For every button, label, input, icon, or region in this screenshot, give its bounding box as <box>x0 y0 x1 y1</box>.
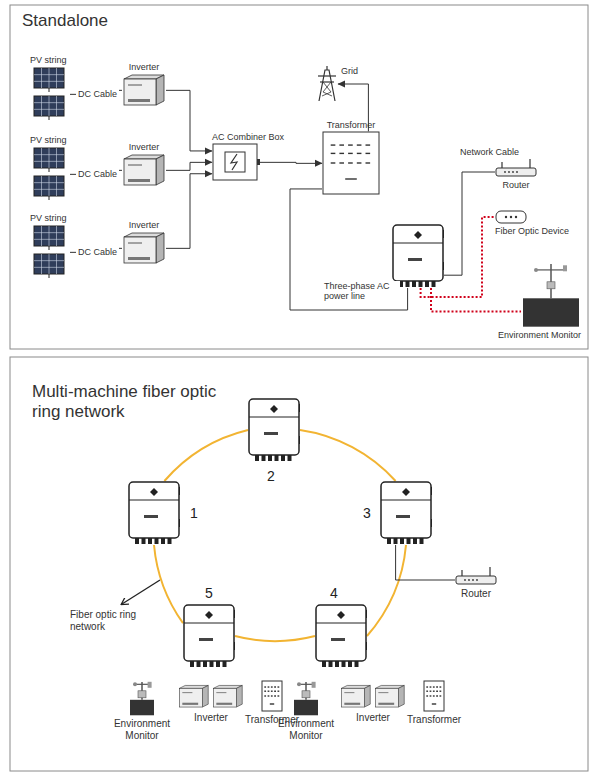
connector <box>290 189 408 310</box>
callout-label: Fiber optic ring network <box>70 609 154 632</box>
node-label: Inverter <box>129 142 160 152</box>
logger-icon <box>315 604 367 668</box>
env-icon <box>521 262 581 328</box>
edge-label: Network Cable <box>458 147 521 157</box>
xfs-icon <box>423 680 445 712</box>
invs-icon <box>178 684 244 710</box>
grid-icon <box>316 66 338 102</box>
node-label: AC Combiner Box <box>212 132 284 142</box>
pv-icon <box>30 224 70 280</box>
node-label: Inverter <box>356 712 390 724</box>
inverter: Inverter <box>122 220 166 265</box>
logger-icon <box>392 224 444 288</box>
data-logger: 3 <box>380 481 432 545</box>
node-label: Inverter <box>129 220 160 230</box>
edge-label: DC Cable <box>76 169 119 179</box>
node-label: Router <box>502 180 529 190</box>
environment-monitor: Environment Monitor <box>106 680 178 741</box>
connector <box>444 172 495 275</box>
transformer: Transformer <box>322 120 380 195</box>
ring-connector <box>164 430 248 481</box>
connector <box>260 162 322 163</box>
connector <box>396 545 455 580</box>
data-logger: 5 <box>183 604 235 668</box>
inverter: Inverter <box>122 142 166 187</box>
ring-connector <box>300 430 396 481</box>
node-label: Grid <box>341 66 358 76</box>
inv-icon <box>122 153 166 187</box>
callout-number: 3 <box>363 505 371 521</box>
pv-icon <box>30 66 70 122</box>
node-label: PV string <box>30 135 67 145</box>
data-logger: 4 <box>315 604 367 668</box>
fiber-optic-device: Fiber Optic Device <box>495 210 569 236</box>
node-label: Environment Monitor <box>270 718 342 741</box>
data-logger <box>392 224 444 288</box>
node-label: Environment Monitor <box>498 330 581 340</box>
inverter: Inverter <box>178 684 244 724</box>
node-label: Inverter <box>194 712 228 724</box>
logger-icon <box>380 481 432 545</box>
callout-leader <box>122 580 160 604</box>
pv-string: PV string <box>30 213 70 280</box>
connector <box>431 288 521 312</box>
callout-number: 4 <box>330 585 338 601</box>
panel-title: Standalone <box>22 11 108 31</box>
node-label: Transformer <box>327 120 376 130</box>
logger-icon <box>248 398 300 462</box>
environment-monitor: Environment Monitor <box>270 680 342 741</box>
pv-string: PV string <box>30 135 70 202</box>
xfs-icon <box>261 680 283 712</box>
comb-icon <box>212 143 260 181</box>
logger-icon <box>128 481 180 545</box>
invs-icon <box>340 684 406 710</box>
router-icon <box>495 158 537 178</box>
panel-frame <box>10 357 588 771</box>
router: Router <box>455 566 497 600</box>
panel-frame <box>10 5 588 349</box>
router-icon <box>455 566 497 586</box>
ring-connector <box>235 636 315 641</box>
connector <box>166 162 212 170</box>
node-label: PV string <box>30 213 67 223</box>
pv-string: PV string <box>30 55 70 122</box>
inv-icon <box>122 73 166 107</box>
logger-icon <box>183 604 235 668</box>
connector <box>166 90 212 151</box>
transformer: Transformer <box>407 680 461 726</box>
connector <box>166 174 212 249</box>
xf-icon <box>322 131 380 195</box>
edge-label: DC Cable <box>76 89 119 99</box>
node-label: Environment Monitor <box>106 718 178 741</box>
router: Router <box>495 158 537 190</box>
node-label: PV string <box>30 55 67 65</box>
inverter: Inverter <box>122 62 166 107</box>
callout-number: 1 <box>190 505 198 521</box>
grid-tower: Grid <box>316 66 358 102</box>
environment-monitor: Environment Monitor <box>498 262 581 340</box>
envs-icon <box>128 680 156 716</box>
pv-icon <box>30 146 70 202</box>
node-label: Inverter <box>129 62 160 72</box>
ring-connector <box>367 545 406 636</box>
data-logger: 1 <box>128 481 180 545</box>
node-label: Router <box>461 588 491 600</box>
combiner-box: AC Combiner Box <box>212 132 284 181</box>
fiber-icon <box>495 210 527 224</box>
callout-number: 2 <box>267 468 275 484</box>
inverter: Inverter <box>340 684 406 724</box>
panel-title: Multi-machine fiber optic ring network <box>32 382 244 421</box>
envs-icon <box>292 680 320 716</box>
callout-number: 5 <box>205 585 213 601</box>
data-logger: 2 <box>248 398 300 462</box>
edge-label: Three-phase AC power line <box>322 281 400 302</box>
edge-label: DC Cable <box>76 247 119 257</box>
node-label: Fiber Optic Device <box>495 226 569 236</box>
ring-connector <box>154 545 183 623</box>
inv-icon <box>122 231 166 265</box>
node-label: Transformer <box>407 714 461 726</box>
